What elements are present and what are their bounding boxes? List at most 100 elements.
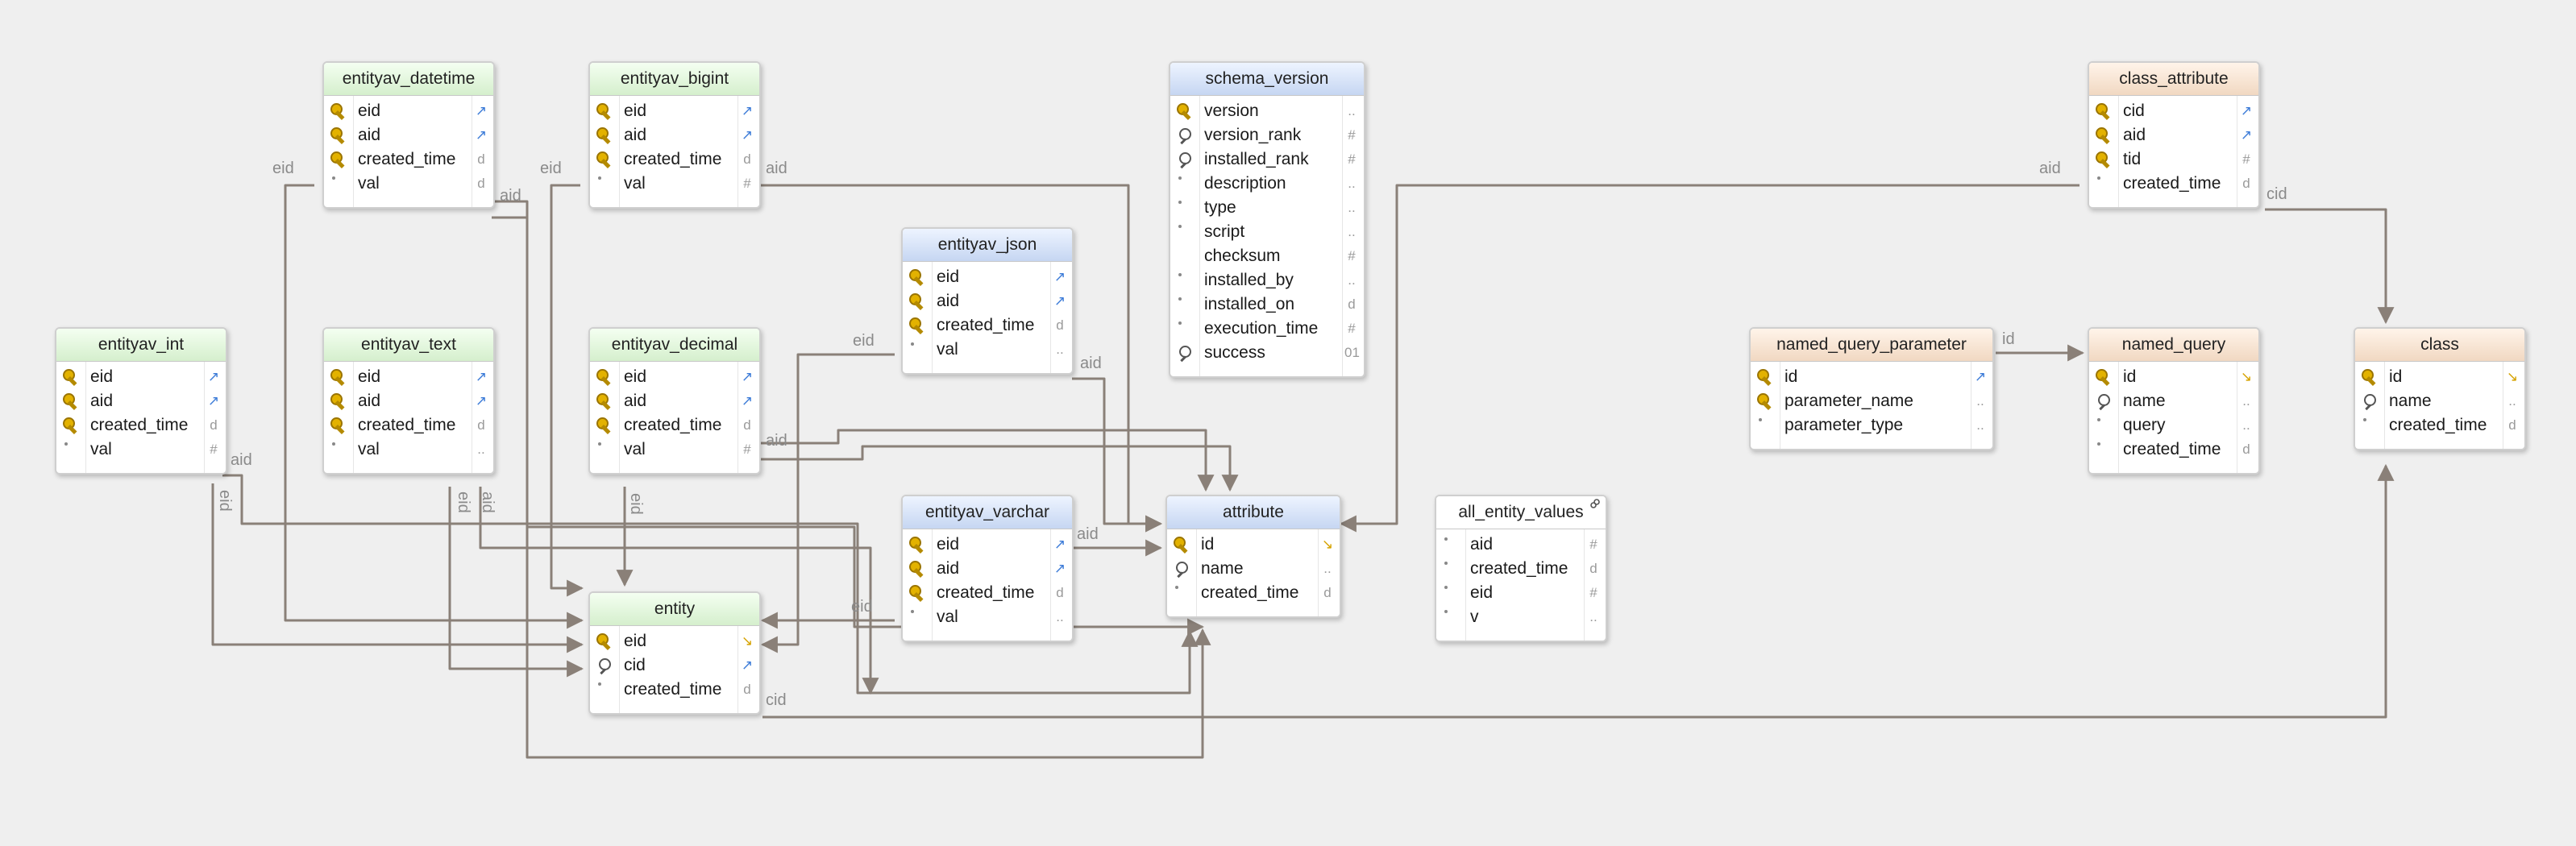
field-row[interactable]: eid# bbox=[1436, 581, 1606, 605]
table-title[interactable]: named_query bbox=[2089, 329, 2258, 362]
relationship-line[interactable] bbox=[2265, 208, 2395, 325]
field-row[interactable]: v.. bbox=[1436, 605, 1606, 629]
field-row[interactable]: parameter_name.. bbox=[1751, 389, 1992, 413]
relationship-line[interactable] bbox=[550, 184, 584, 597]
field-row[interactable]: name.. bbox=[1167, 557, 1340, 581]
table-title[interactable]: class bbox=[2355, 329, 2524, 362]
relationship-line[interactable] bbox=[762, 463, 2395, 719]
relationship-line[interactable] bbox=[448, 487, 584, 678]
table-title[interactable]: entityav_datetime bbox=[324, 63, 493, 96]
field-row[interactable]: script.. bbox=[1170, 220, 1364, 244]
field-row[interactable]: parameter_type.. bbox=[1751, 413, 1992, 438]
field-row[interactable]: installed_by.. bbox=[1170, 268, 1364, 292]
field-row[interactable]: id↘ bbox=[2089, 365, 2258, 389]
field-row[interactable]: eid↗ bbox=[324, 365, 493, 389]
field-row[interactable]: eid↗ bbox=[590, 99, 759, 123]
field-row[interactable]: aid# bbox=[1436, 533, 1606, 557]
field-row[interactable]: val.. bbox=[903, 338, 1072, 362]
relationship-line[interactable] bbox=[760, 619, 895, 653]
field-row[interactable]: cid↗ bbox=[590, 653, 759, 678]
field-row[interactable]: type.. bbox=[1170, 196, 1364, 220]
field-row[interactable]: val.. bbox=[903, 605, 1072, 629]
table-named-query-parameter[interactable]: named_query_parameter id↗parameter_name..… bbox=[1749, 327, 1994, 450]
field-row[interactable]: aid↗ bbox=[903, 557, 1072, 581]
field-row[interactable]: val# bbox=[56, 438, 226, 462]
field-row[interactable]: eid↗ bbox=[590, 365, 759, 389]
field-row[interactable]: eid↗ bbox=[903, 265, 1072, 289]
field-row[interactable]: installed_rank# bbox=[1170, 147, 1364, 172]
field-row[interactable]: aid↗ bbox=[324, 123, 493, 147]
relationship-line[interactable] bbox=[1072, 377, 1163, 533]
relationship-line[interactable] bbox=[480, 200, 1211, 759]
relationship-line[interactable] bbox=[222, 474, 1199, 695]
table-title[interactable]: entityav_json bbox=[903, 229, 1072, 262]
field-row[interactable]: eid↗ bbox=[324, 99, 493, 123]
field-row[interactable]: id↘ bbox=[1167, 533, 1340, 557]
table-title[interactable]: entityav_int bbox=[56, 329, 226, 362]
field-row[interactable]: val.. bbox=[324, 438, 493, 462]
table-title[interactable]: entityav_bigint bbox=[590, 63, 759, 96]
field-row[interactable]: cid↗ bbox=[2089, 99, 2258, 123]
table-title[interactable]: entityav_decimal bbox=[590, 329, 759, 362]
field-row[interactable]: val# bbox=[590, 438, 759, 462]
relationship-line[interactable] bbox=[211, 483, 584, 653]
relationship-line[interactable] bbox=[284, 184, 584, 629]
field-row[interactable]: tid# bbox=[2089, 147, 2258, 172]
field-row[interactable]: id↗ bbox=[1751, 365, 1992, 389]
field-row[interactable]: name.. bbox=[2089, 389, 2258, 413]
field-row[interactable]: aid↗ bbox=[590, 389, 759, 413]
field-row[interactable]: aid↗ bbox=[56, 389, 226, 413]
field-row[interactable]: aid↗ bbox=[590, 123, 759, 147]
table-title[interactable]: class_attribute bbox=[2089, 63, 2258, 96]
table-title[interactable]: named_query_parameter bbox=[1751, 329, 1992, 362]
field-row[interactable]: version.. bbox=[1170, 99, 1364, 123]
field-row[interactable]: checksum# bbox=[1170, 244, 1364, 268]
field-row[interactable]: eid↘ bbox=[590, 629, 759, 653]
table-title[interactable]: entityav_varchar bbox=[903, 496, 1072, 529]
field-row[interactable]: aid↗ bbox=[2089, 123, 2258, 147]
relationship-line[interactable] bbox=[1339, 184, 2079, 533]
table-title[interactable]: schema_version bbox=[1170, 63, 1364, 96]
table-title[interactable]: attribute bbox=[1167, 496, 1340, 529]
field-row[interactable]: aid↗ bbox=[903, 289, 1072, 313]
table-title[interactable]: all_entity_values bbox=[1436, 496, 1606, 529]
field-row[interactable]: aid↗ bbox=[324, 389, 493, 413]
field-row[interactable]: description.. bbox=[1170, 172, 1364, 196]
field-row[interactable]: id↘ bbox=[2355, 365, 2524, 389]
relationship-line[interactable] bbox=[760, 353, 895, 629]
field-row[interactable]: eid↗ bbox=[903, 533, 1072, 557]
field-row[interactable]: val# bbox=[590, 172, 759, 196]
relationship-line[interactable] bbox=[758, 429, 1215, 492]
field-row[interactable]: execution_time# bbox=[1170, 317, 1364, 341]
field-row[interactable]: name.. bbox=[2355, 389, 2524, 413]
field-row[interactable]: eid↗ bbox=[56, 365, 226, 389]
field-row[interactable]: query.. bbox=[2089, 413, 2258, 438]
